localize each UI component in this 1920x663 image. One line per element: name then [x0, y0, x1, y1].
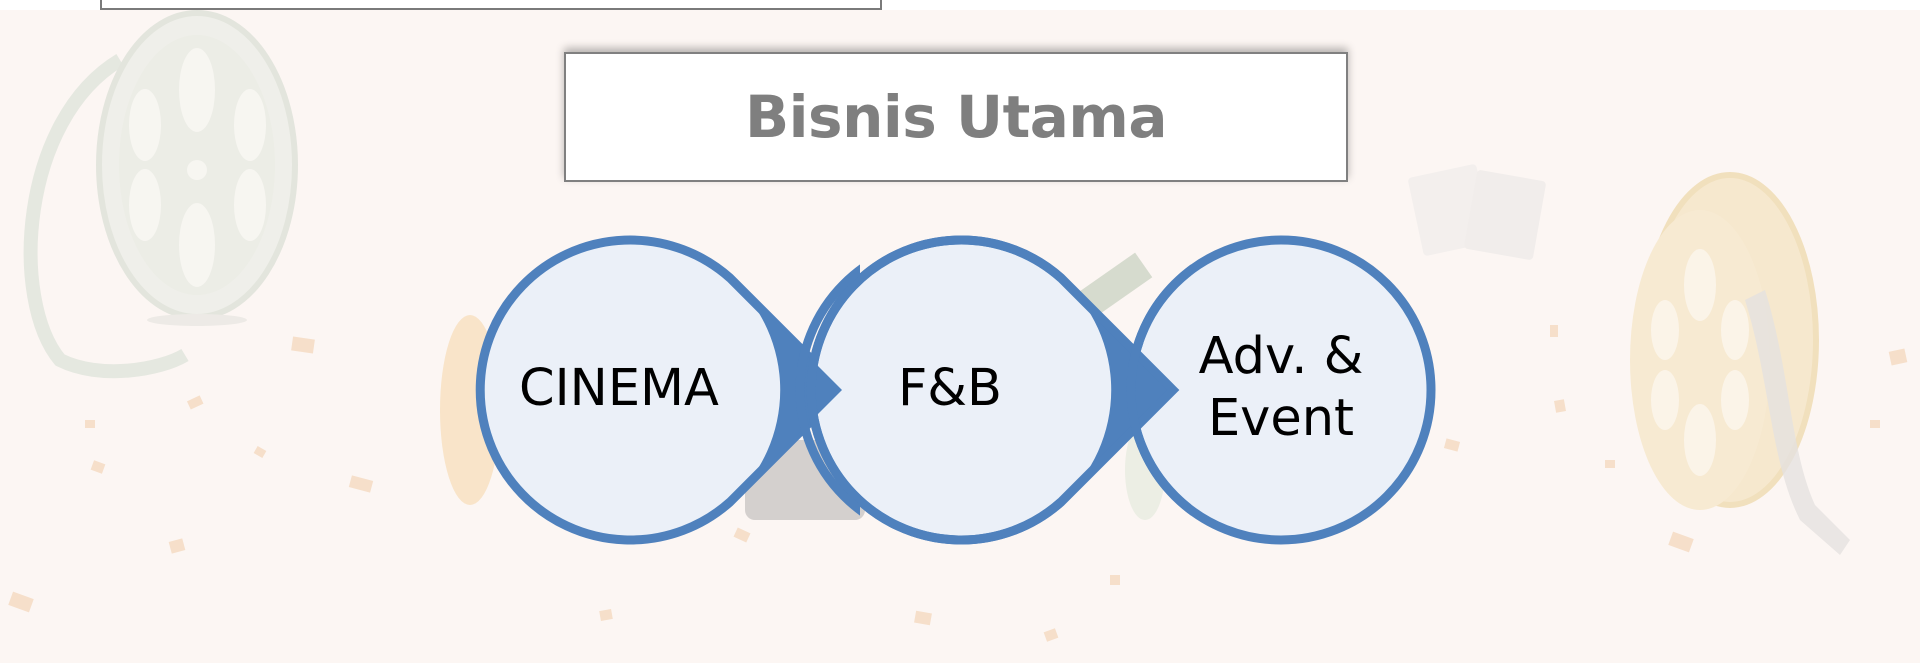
- arrow-icon: [730, 278, 842, 502]
- flow-node-label: Adv. & Event: [1198, 327, 1364, 448]
- ticket-icon: [1408, 164, 1546, 260]
- flow-node-label: CINEMA: [519, 359, 719, 418]
- slide-title: Bisnis Utama: [744, 83, 1168, 151]
- film-reel-icon: [23, 10, 298, 379]
- arrow-icon: [1061, 278, 1173, 502]
- confetti: [8, 325, 1908, 642]
- previous-title-box-edge: [100, 0, 882, 10]
- flow-node-cinema: [475, 235, 849, 545]
- title-box: Bisnis Utama: [564, 52, 1348, 182]
- film-reel-icon: [1630, 172, 1850, 555]
- flow-node-label: F&B: [897, 359, 1003, 418]
